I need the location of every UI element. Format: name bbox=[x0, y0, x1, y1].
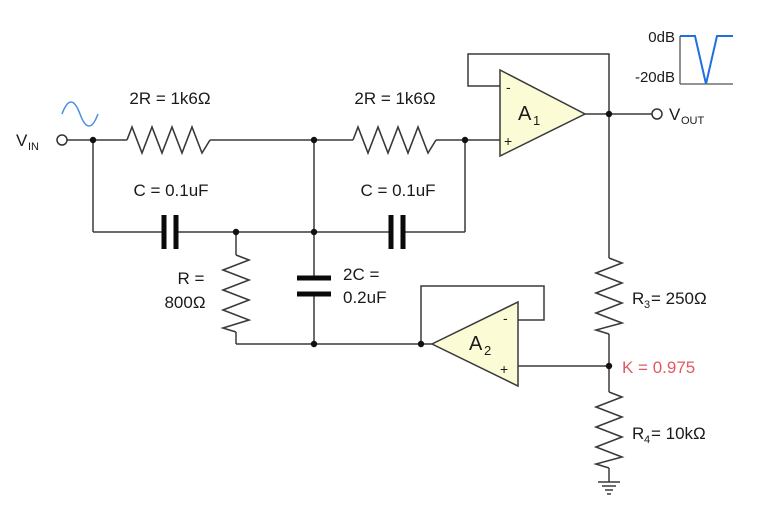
output-label: V OUT bbox=[669, 105, 705, 127]
label-2c-line2: 0.2uF bbox=[343, 288, 386, 307]
resistor-r-shunt bbox=[220, 254, 252, 333]
label-2c-line1: 2C = bbox=[343, 265, 379, 284]
svg-text:V: V bbox=[16, 131, 28, 150]
output-label-sub: OUT bbox=[681, 115, 705, 127]
a1-subscript: 1 bbox=[533, 113, 540, 128]
a1-minus-label: - bbox=[506, 79, 511, 95]
a1-label: A bbox=[518, 103, 532, 125]
k-label: K = 0.975 bbox=[622, 358, 695, 377]
response-bottom-label: -20dB bbox=[635, 69, 675, 86]
wires bbox=[67, 53, 652, 482]
input-label: V IN bbox=[16, 131, 39, 153]
wire-a1-feedback bbox=[467, 53, 610, 114]
label-r-shunt-line2: 800Ω bbox=[164, 293, 205, 312]
resistor-2r-left bbox=[126, 124, 211, 156]
resistor-r3 bbox=[593, 257, 625, 335]
capacitor-c-right bbox=[388, 215, 406, 249]
a1-plus-label: + bbox=[504, 133, 512, 149]
label-2r-left: 2R = 1k6Ω bbox=[129, 89, 210, 108]
opamp-a2: - + A 2 bbox=[430, 300, 519, 388]
svg-text:R: R bbox=[632, 289, 644, 308]
notch-response-curve bbox=[680, 35, 733, 85]
label-r4: R 4 = 10kΩ bbox=[632, 424, 706, 446]
frequency-response-inset: 0dB -20dB bbox=[635, 29, 733, 86]
wire-a2-feedback bbox=[420, 285, 545, 344]
label-r3-value: = 250Ω bbox=[651, 289, 707, 308]
resistor-2r-right bbox=[352, 124, 437, 156]
label-r3-sub: 3 bbox=[644, 299, 650, 311]
ground-icon bbox=[598, 481, 620, 495]
svg-text:V: V bbox=[669, 105, 681, 124]
label-r-shunt-line1: R = bbox=[178, 269, 205, 288]
resistor-r4 bbox=[593, 391, 625, 469]
a2-plus-label: + bbox=[500, 361, 508, 377]
label-c-left: C = 0.1uF bbox=[133, 181, 208, 200]
capacitor-2c-shunt bbox=[297, 275, 331, 297]
input-label-sub: IN bbox=[28, 141, 39, 153]
a2-subscript: 2 bbox=[484, 343, 491, 358]
svg-text:R: R bbox=[632, 424, 644, 443]
junction-dots bbox=[89, 110, 613, 370]
label-r4-value: = 10kΩ bbox=[651, 424, 706, 443]
label-r4-sub: 4 bbox=[644, 434, 650, 446]
label-r3: R 3 = 250Ω bbox=[632, 289, 707, 311]
input-terminal bbox=[56, 134, 68, 146]
a2-minus-label: - bbox=[503, 310, 508, 326]
label-2r-right: 2R = 1k6Ω bbox=[354, 89, 435, 108]
opamp-a1: - + A 1 bbox=[499, 68, 587, 158]
response-top-label: 0dB bbox=[648, 29, 675, 46]
output-terminal bbox=[651, 108, 663, 120]
sine-wave-icon bbox=[61, 101, 99, 127]
a2-label: A bbox=[469, 333, 483, 355]
label-c-right: C = 0.1uF bbox=[360, 181, 435, 200]
capacitor-c-left bbox=[161, 215, 179, 249]
